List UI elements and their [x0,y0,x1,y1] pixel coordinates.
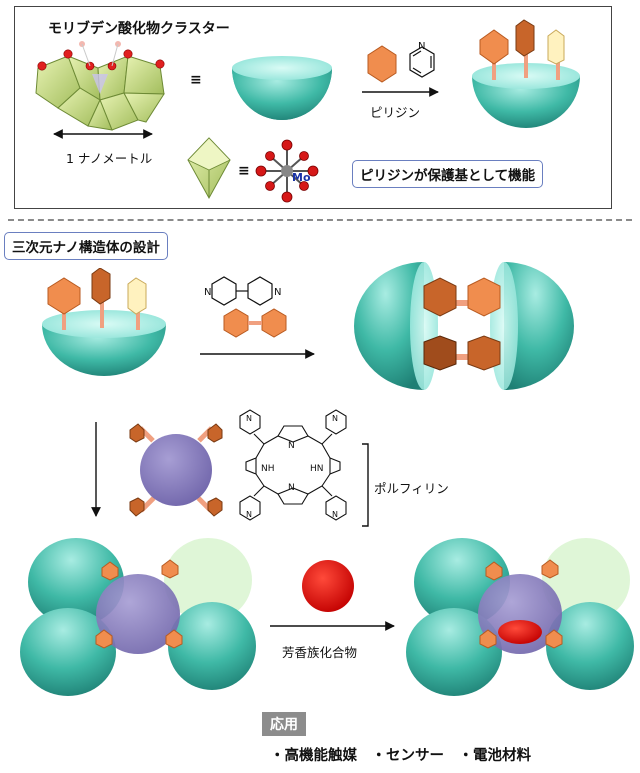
scale-label: 1 ナノメートル [66,151,153,166]
moo6-ball-stick-icon: Mo [255,139,319,203]
cluster-title: モリブデン酸化物クラスター [48,21,230,37]
nh-label: NH [261,464,275,474]
pyridine-reagents: N [367,41,435,83]
n-atom-label: N [246,414,252,423]
n-atom-label: N [332,414,338,423]
application-list: ・高機能触媒 ・センサー ・電池材料 [270,748,531,764]
porphyrin-bracket [362,443,369,527]
n-atom-label: N [204,287,211,298]
octahedron-icon [187,137,231,200]
hemisphere-bowl [232,56,332,120]
n-atom-label: N [418,41,425,52]
cage-assembly-right [406,538,634,696]
bowl-with-pyridines-2 [42,268,166,376]
scale-arrow [53,129,153,139]
equivalence-symbol-2: ≡ [238,163,250,179]
porphyrin-structure: N N NH HN N N N N [239,409,347,521]
porphyrin-disk [129,423,223,517]
reaction-arrow-3 [270,621,395,631]
application-tag: 応用 [262,712,306,736]
equivalence-symbol: ≡ [190,72,202,88]
design-title: 三次元ナノ構造体の設計 [4,232,168,260]
section-divider [8,219,632,221]
hn-label: HN [310,464,324,474]
n-atom-label: N [288,483,295,493]
pyridine-label: ピリジン [370,105,421,120]
aromatic-disk [302,560,354,612]
cluster-panel [14,6,612,209]
n-atom-label: N [288,441,295,451]
porphyrin-label: ポルフィリン [374,481,449,496]
protect-label-box: ピリジンが保護基として機能 [352,160,544,188]
n-atom-label: N [274,287,281,298]
mo-label: Mo [292,171,311,184]
down-arrow [91,422,101,517]
cluster-structure-illustration [35,41,165,131]
reaction-arrow-1 [362,87,439,97]
capsule-dimer [354,262,574,390]
n-atom-label: N [332,510,338,519]
aromatic-label: 芳香族化合物 [282,645,358,660]
n-atom-label: N [246,510,252,519]
bipyridine-reagents: N N [200,276,315,359]
bowl-with-pyridines [472,19,580,128]
cage-assembly-left [20,538,256,696]
